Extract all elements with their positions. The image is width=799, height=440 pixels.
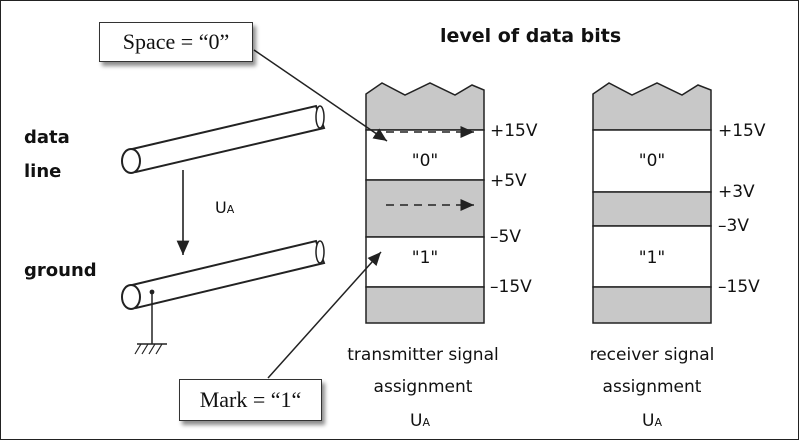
receiver-caption-3: UA: [642, 411, 662, 431]
transmitter-one-band: [365, 236, 485, 288]
transmitter-zero-label: "0": [412, 151, 438, 171]
data-label: data: [24, 127, 70, 148]
receiver-middle-band: [592, 191, 712, 227]
space-callout-pointer: [253, 49, 388, 142]
receiver-level-2: +3V: [718, 182, 755, 202]
transmitter-middle-band: [365, 179, 485, 238]
receiver-bottom-band: [592, 286, 712, 324]
transmitter-caption-1: transmitter signal: [347, 345, 498, 365]
ground-symbol: [134, 289, 167, 355]
line-label: line: [24, 161, 61, 182]
receiver-column: "0" "1" +15V +3V –3V –15V receiver signa…: [590, 82, 766, 431]
transmitter-top-band: [365, 82, 485, 131]
transmitter-level-2: +5V: [490, 171, 527, 191]
ground-cable: [121, 239, 326, 310]
receiver-level-4: –15V: [718, 277, 760, 297]
data-line-cable: [121, 104, 326, 174]
transmitter-caption-3: UA: [410, 411, 430, 431]
transmitter-level-4: –15V: [490, 277, 532, 297]
receiver-one-label: "1": [639, 248, 665, 268]
transmitter-level-1: +15V: [490, 121, 538, 141]
ground-label: ground: [24, 260, 97, 281]
receiver-top-band: [592, 82, 712, 131]
mark-callout-pointer: [267, 251, 382, 379]
receiver-caption-2: assignment: [603, 377, 702, 397]
receiver-level-3: –3V: [718, 216, 749, 236]
voltage-label: UA: [215, 198, 235, 217]
mark-callout: Mark = “1“: [179, 379, 322, 421]
receiver-zero-label: "0": [639, 151, 665, 171]
transmitter-one-label: "1": [412, 248, 438, 268]
receiver-level-1: +15V: [718, 121, 766, 141]
transmitter-bottom-band: [365, 286, 485, 324]
transmitter-column: "0" "1" +15V +5V –5V –15V transmitter si…: [347, 82, 538, 431]
transmitter-caption-2: assignment: [374, 377, 473, 397]
receiver-one-band: [592, 225, 712, 288]
diagram-title: level of data bits: [440, 25, 621, 47]
transmitter-level-3: –5V: [490, 227, 521, 247]
space-callout: Space = “0”: [99, 22, 253, 62]
receiver-caption-1: receiver signal: [590, 345, 715, 365]
